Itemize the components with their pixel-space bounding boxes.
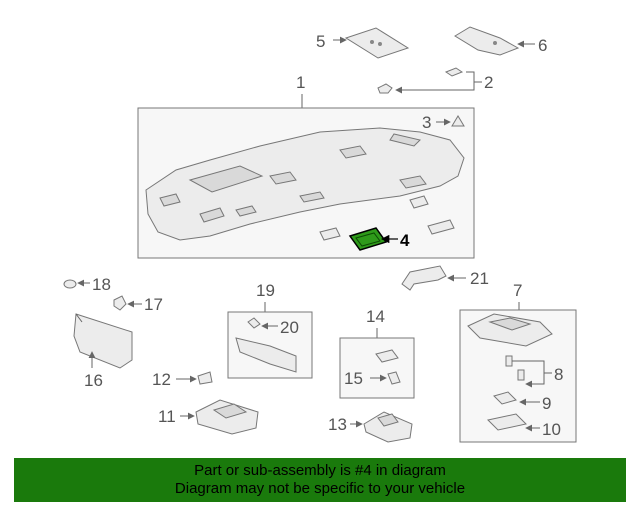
- part-9-clip[interactable]: [493, 391, 517, 405]
- part-1-headliner[interactable]: [145, 127, 465, 241]
- callout-15: 15: [344, 369, 363, 388]
- part-14-group-box: [339, 337, 415, 399]
- callout-8: 8: [554, 365, 563, 384]
- part-16-sun-visor[interactable]: [73, 313, 133, 369]
- part-6-pad[interactable]: [454, 26, 520, 56]
- part-13-lamp[interactable]: [363, 411, 413, 443]
- callout-9: 9: [542, 394, 551, 413]
- callout-20: 20: [280, 318, 299, 337]
- parts-diagram: 5 6 2 1 3: [63, 26, 577, 443]
- banner-line-1: Part or sub-assembly is #4 in diagram: [194, 462, 446, 479]
- part-21-grab-handle[interactable]: [401, 265, 447, 291]
- banner-line-2: Diagram may not be specific to your vehi…: [174, 480, 466, 497]
- part-15-bulb[interactable]: [387, 371, 401, 385]
- callout-6: 6: [538, 36, 547, 55]
- callout-21: 21: [470, 269, 489, 288]
- callout-11: 11: [158, 407, 176, 426]
- part-10-lens[interactable]: [486, 413, 528, 431]
- part-5-pad[interactable]: [344, 27, 410, 59]
- callout-13: 13: [328, 415, 347, 434]
- callout-2: 2: [484, 73, 493, 92]
- part-18-cap[interactable]: [63, 279, 77, 289]
- part-14-lamp[interactable]: [375, 349, 399, 363]
- part-12-bulb[interactable]: [197, 371, 213, 385]
- info-banner: Part or sub-assembly is #4 in diagram Di…: [14, 458, 626, 502]
- callout-14: 14: [366, 307, 385, 326]
- part-19-holder[interactable]: [235, 337, 297, 373]
- callout-18: 18: [92, 275, 111, 294]
- callout-5: 5: [316, 32, 325, 51]
- callout-3: 3: [422, 113, 431, 132]
- callout-1: 1: [296, 73, 305, 92]
- callout-12: 12: [152, 370, 171, 389]
- callout-17: 17: [144, 295, 163, 314]
- part-11-lamp[interactable]: [195, 399, 259, 435]
- part-3-clip[interactable]: [451, 115, 465, 127]
- part-headliner-brackets: [319, 195, 455, 241]
- part-17-clip[interactable]: [113, 295, 127, 311]
- part-20-clip[interactable]: [247, 317, 261, 329]
- callout-7: 7: [513, 281, 522, 300]
- callout-4: 4: [400, 231, 410, 250]
- callout-19: 19: [256, 281, 275, 300]
- callout-10: 10: [542, 420, 561, 439]
- part-2-clip[interactable]: [377, 67, 464, 94]
- part-7-console[interactable]: [467, 313, 553, 347]
- callout-16: 16: [84, 371, 103, 390]
